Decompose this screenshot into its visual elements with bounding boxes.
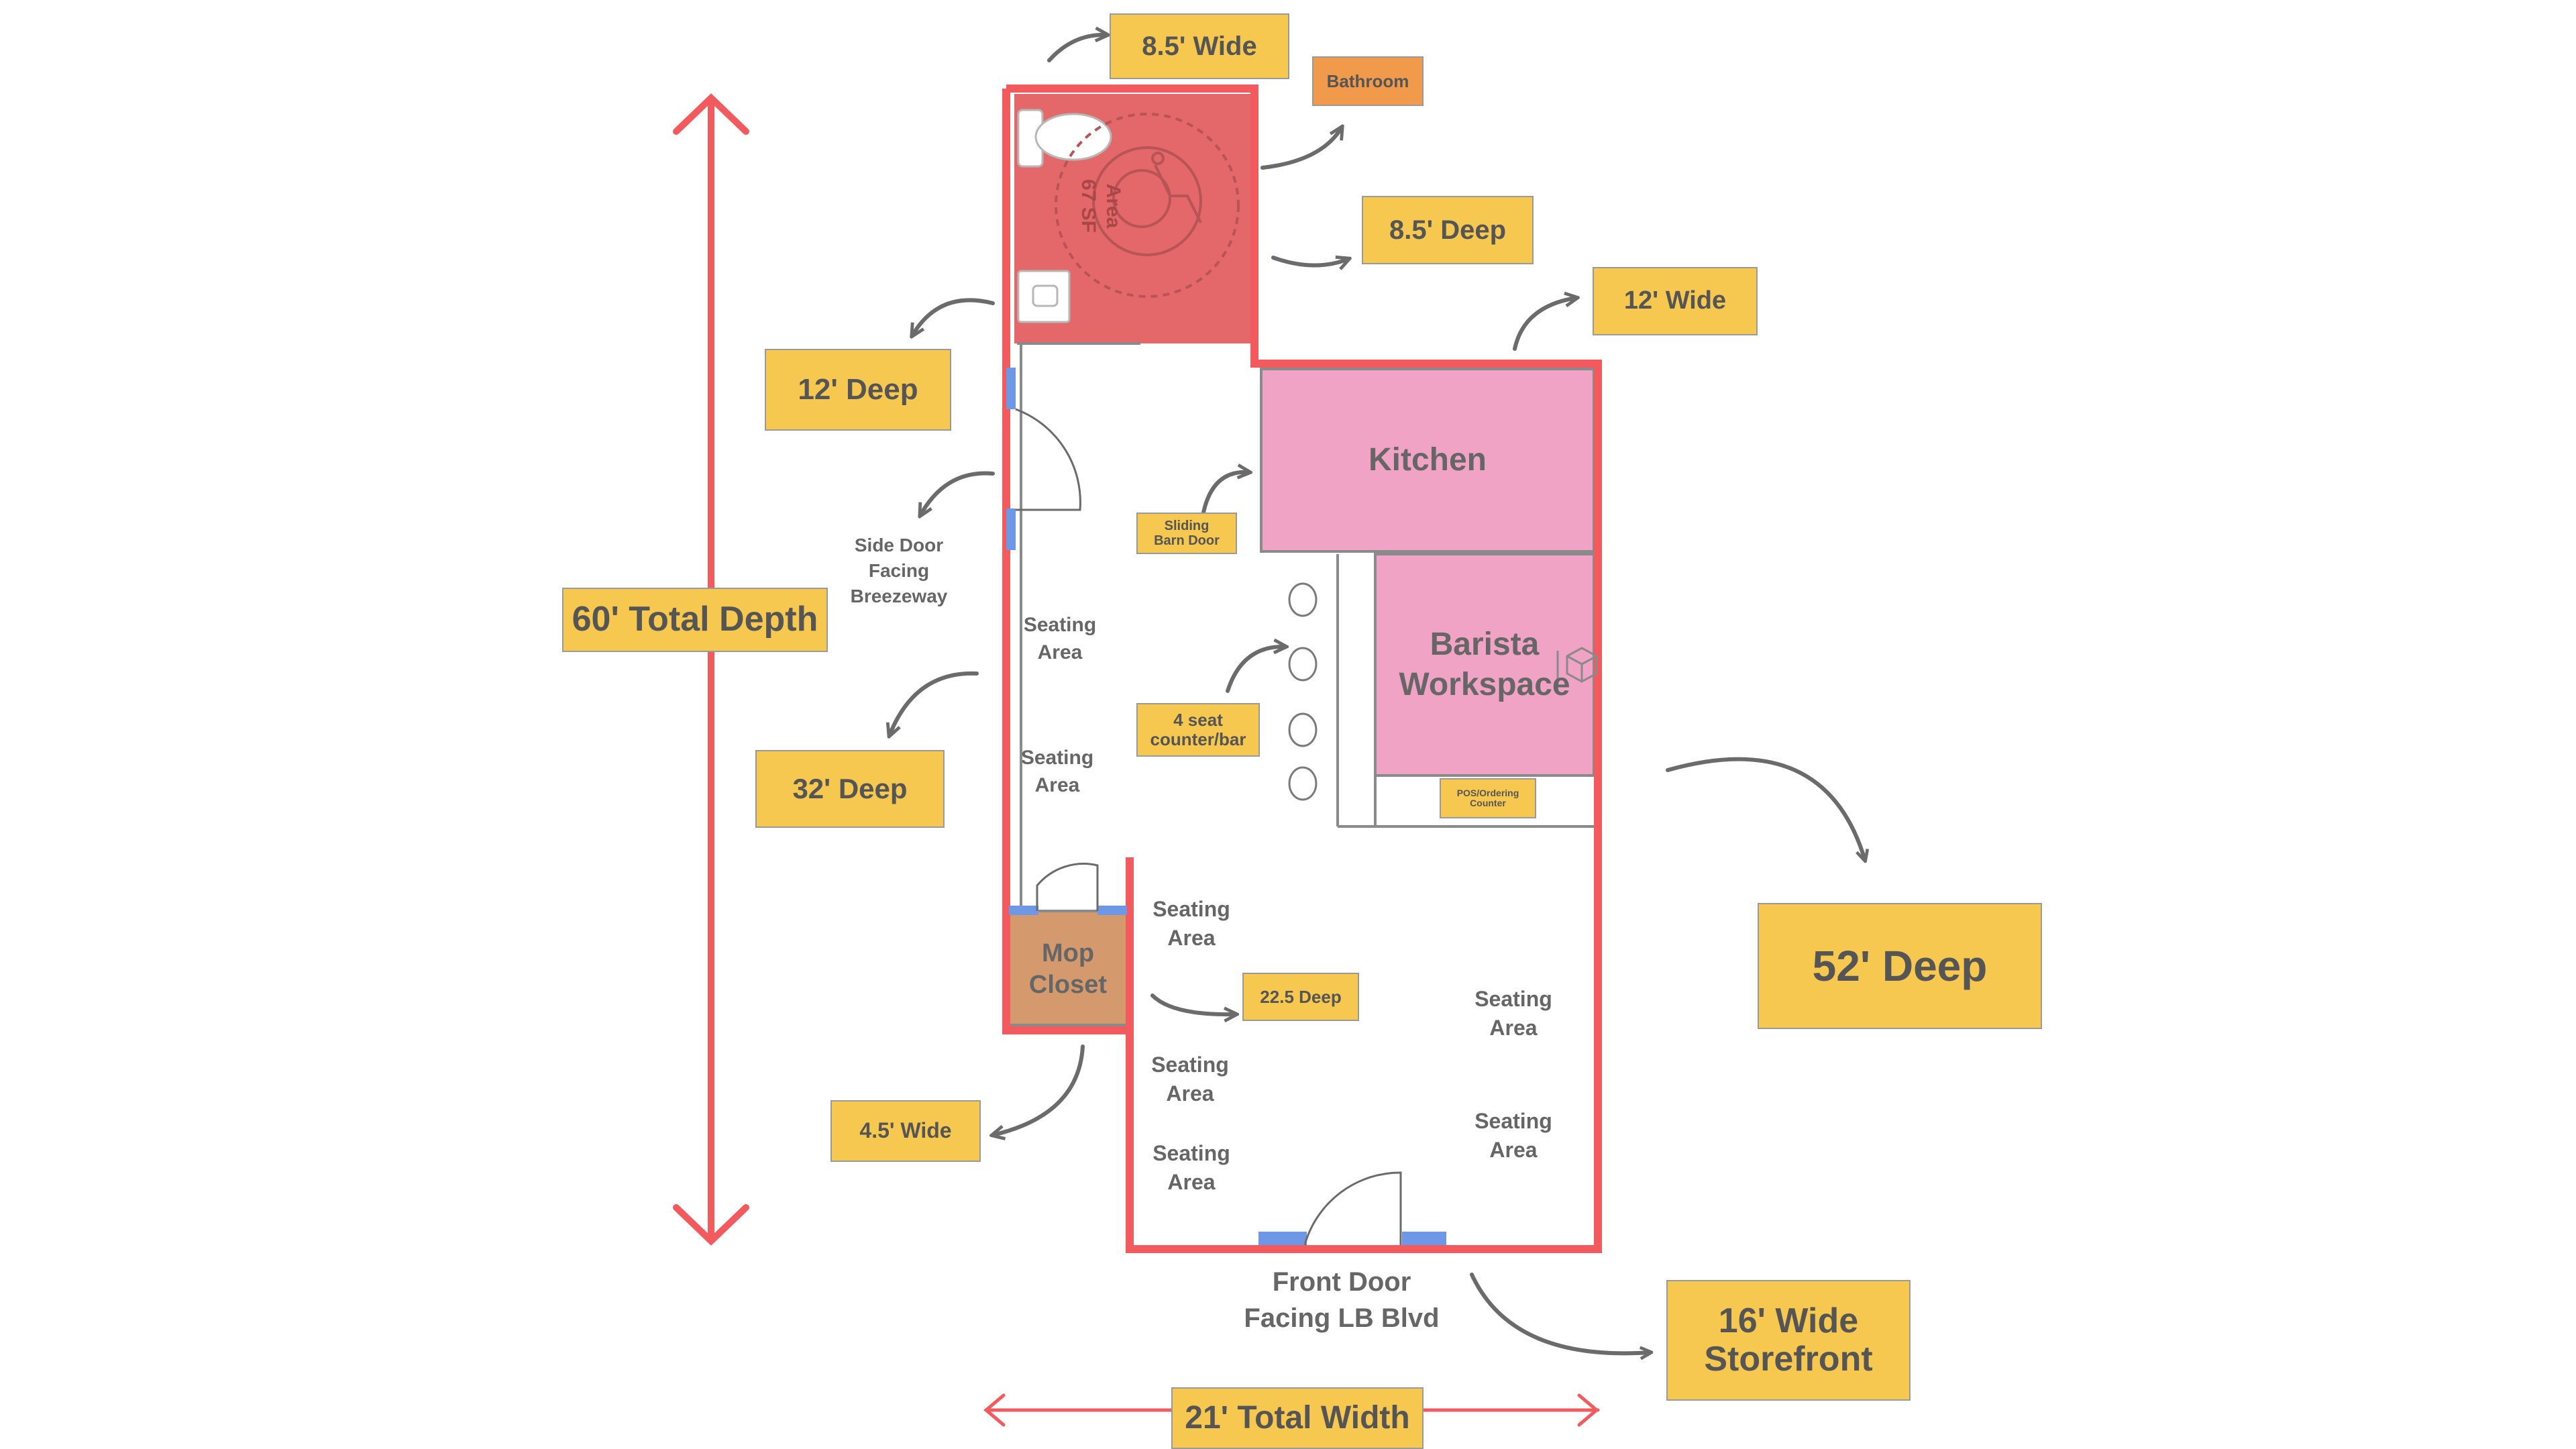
pos-terminal-icon (1556, 647, 1598, 684)
bathroom-width-label: 8.5' Wide (1110, 13, 1289, 79)
seating-area-label: Seating Area (1152, 1141, 1230, 1195)
right-depth-label: 52' Deep (1758, 903, 2042, 1029)
pos-ordering-counter-label: POS/Ordering Counter (1440, 778, 1536, 818)
side-door-note: Side Door Facing Breezeway (850, 535, 948, 606)
storefront-width-label: 16' Wide Storefront (1666, 1280, 1911, 1401)
seating-depth-label: 22.5 Deep (1242, 973, 1359, 1021)
total-width-label: 21' Total Width (1171, 1387, 1424, 1449)
sink-icon (1017, 270, 1071, 323)
kitchen-room (1260, 368, 1595, 553)
closet-width-label: 4.5' Wide (830, 1100, 981, 1162)
counter-bar-label: 4 seat counter/bar (1136, 703, 1260, 757)
stool-icon (1288, 582, 1318, 617)
seating-area-label: Seating Area (1474, 1109, 1552, 1163)
wheelchair-accessibility-icon (1055, 113, 1240, 298)
total-depth-label: 60' Total Depth (562, 588, 828, 652)
exterior-walls (1002, 85, 1602, 1253)
seating-area-label: Seating Area (1151, 1053, 1229, 1106)
sliding-barn-door-label: Sliding Barn Door (1136, 513, 1237, 554)
upper-depth-label: 12' Deep (765, 349, 951, 431)
kitchen-width-label: 12' Wide (1593, 267, 1758, 335)
stool-icon (1288, 712, 1318, 747)
counter-stools (1288, 582, 1318, 801)
seating-area-label: Seating Area (1023, 614, 1097, 663)
middle-depth-label: 32' Deep (755, 750, 945, 828)
stool-icon (1288, 766, 1318, 801)
bathroom-depth-label: 8.5' Deep (1362, 196, 1534, 264)
stool-icon (1288, 647, 1318, 682)
kitchen-label: Kitchen (1368, 442, 1487, 478)
door-jambs (1006, 368, 1446, 1245)
interior-partitions (1017, 342, 1594, 911)
barista-workspace-label: Barista Workspace (1399, 627, 1570, 702)
callout-arrows (890, 35, 1865, 1353)
front-door-note: Front Door Facing LB Blvd (1244, 1267, 1440, 1333)
total-depth-dimension (673, 93, 749, 1246)
seating-area-label: Seating Area (1152, 897, 1230, 951)
toilet-icon (1017, 109, 1112, 168)
door-swings (1015, 408, 1402, 1245)
mop-closet-room (1006, 910, 1130, 1026)
mop-closet-label: Mop Closet (1028, 938, 1108, 1000)
bathroom-tag: Bathroom (1312, 56, 1424, 106)
seating-area-label: Seating Area (1474, 987, 1552, 1040)
bathroom-area-label: Area 67 SF (1077, 178, 1125, 233)
seating-area-label: Seating Area (1020, 747, 1094, 796)
